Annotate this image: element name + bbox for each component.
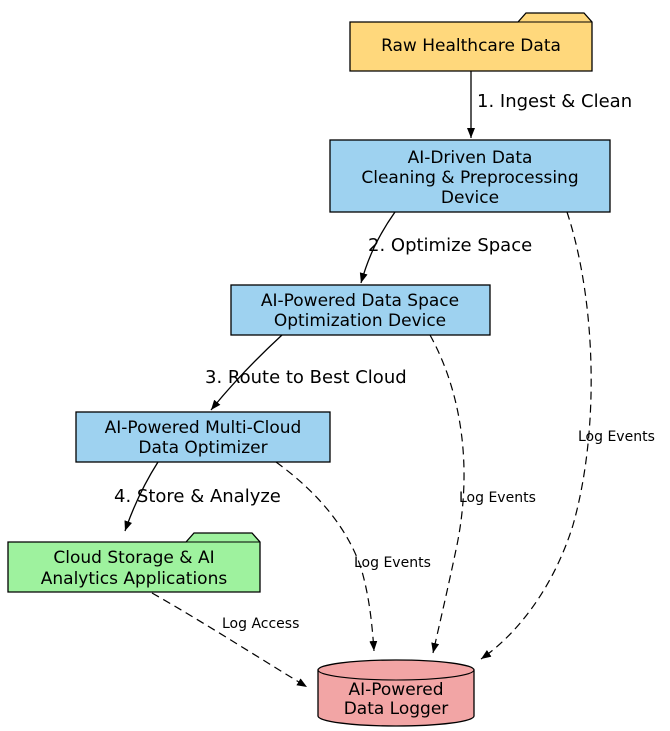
- cleaning-device-label-line2: Cleaning & Preprocessing: [361, 168, 578, 188]
- node-cleaning-device: AI-Driven Data Cleaning & Preprocessing …: [329, 139, 611, 213]
- edge-label-store-analyze: 4. Store & Analyze: [114, 486, 281, 507]
- edge-route-cloud: 3. Route to Best Cloud: [205, 334, 407, 411]
- edge-log-events-multicloud: Log Events: [275, 461, 431, 652]
- node-space-optimization-device: AI-Powered Data Space Optimization Devic…: [230, 284, 491, 336]
- node-data-logger: AI-Powered Data Logger: [317, 659, 475, 727]
- cleaning-device-label-line1: AI-Driven Data: [408, 148, 533, 168]
- edge-log-events-cleaning: Log Events: [480, 211, 655, 660]
- node-raw-healthcare-data: Raw Healthcare Data: [349, 12, 593, 72]
- cleaning-device-box: [329, 139, 611, 213]
- raw-data-label: Raw Healthcare Data: [381, 36, 561, 56]
- edge-label-log-events-cleaning: Log Events: [578, 429, 655, 445]
- edge-label-log-events-space: Log Events: [459, 490, 536, 506]
- multicloud-optimizer-label-line2: Data Optimizer: [138, 438, 267, 458]
- edge-label-log-access: Log Access: [222, 616, 299, 632]
- edge-optimize-space: 2. Optimize Space: [359, 211, 532, 284]
- data-logger-label-line2: Data Logger: [344, 699, 449, 719]
- edge-optimize-line: [359, 211, 396, 284]
- edge-label-route-cloud: 3. Route to Best Cloud: [205, 367, 407, 388]
- edge-store-analyze: 4. Store & Analyze: [114, 461, 281, 532]
- edge-log-events-space-line: [429, 334, 465, 654]
- data-logger-cylinder-body: [317, 659, 475, 727]
- raw-data-folder-shape: [349, 12, 593, 72]
- edge-route-line: [210, 334, 283, 411]
- space-optimization-label-line2: Optimization Device: [274, 311, 446, 331]
- cloud-storage-folder-shape: [7, 532, 261, 593]
- edge-ingest-clean: 1. Ingest & Clean: [467, 71, 632, 138]
- edge-label-optimize-space: 2. Optimize Space: [368, 235, 532, 256]
- multicloud-optimizer-label-line1: AI-Powered Multi-Cloud: [105, 418, 302, 438]
- edge-log-events-space: Log Events: [429, 334, 536, 654]
- edge-label-log-events-multicloud: Log Events: [354, 555, 431, 571]
- space-optimization-label-line1: AI-Powered Data Space: [261, 291, 459, 311]
- cleaning-device-label-line3: Device: [441, 188, 499, 208]
- cloud-storage-label-line2: Analytics Applications: [41, 569, 228, 589]
- cloud-storage-label-line1: Cloud Storage & AI: [53, 548, 214, 568]
- data-logger-cylinder-top-arc: [317, 669, 475, 681]
- edge-store-line: [124, 461, 159, 532]
- multicloud-optimizer-box: [75, 411, 331, 463]
- edge-log-access-line: [151, 592, 308, 688]
- edge-log-access: Log Access: [151, 592, 308, 688]
- space-optimization-box: [230, 284, 491, 336]
- node-multicloud-optimizer: AI-Powered Multi-Cloud Data Optimizer: [75, 411, 331, 463]
- edge-log-events-multicloud-line: [275, 461, 378, 652]
- edge-log-events-cleaning-line: [480, 211, 592, 660]
- node-cloud-storage-analytics: Cloud Storage & AI Analytics Application…: [7, 532, 261, 593]
- data-logger-label-line1: AI-Powered: [348, 680, 443, 700]
- edge-label-ingest-clean: 1. Ingest & Clean: [477, 91, 632, 112]
